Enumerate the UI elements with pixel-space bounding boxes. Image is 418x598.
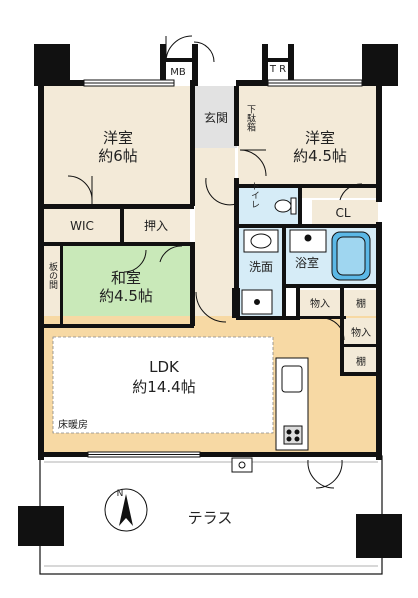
western-room-1-floor	[44, 86, 192, 204]
japanese-room-floor	[62, 246, 190, 326]
wic-label: WIC	[70, 219, 94, 233]
kitchen-counter	[275, 357, 309, 451]
western-room-2-floor	[238, 86, 378, 198]
shoe-box-label: 下駄箱	[245, 105, 256, 133]
storage-1-label: 物入	[310, 297, 330, 310]
japanese-room-name: 和室	[111, 269, 141, 287]
terrace-area	[39, 455, 383, 575]
wic-floor	[44, 208, 120, 242]
storage-1-floor	[300, 290, 342, 316]
walls	[18, 44, 402, 558]
closet-cl-floor	[312, 200, 378, 224]
doors	[67, 35, 363, 489]
japanese-room-size: 約4.5帖	[99, 287, 153, 305]
shelf-2-floor	[344, 346, 378, 374]
shelf-1-floor	[344, 290, 378, 316]
entrance-floor	[195, 86, 237, 148]
cl-label: CL	[335, 206, 350, 220]
outdoor-faucet	[231, 457, 253, 473]
storage-2-floor	[344, 318, 378, 346]
mb-label: MB	[170, 67, 186, 78]
storage-2-label: 物入	[351, 326, 371, 339]
western-room-1-name: 洋室	[103, 129, 133, 147]
sink-fixture	[243, 229, 279, 253]
compass-north-label: N	[117, 489, 124, 499]
washing-machine-space	[241, 289, 273, 315]
compass: N	[104, 488, 148, 532]
windows	[83, 79, 363, 458]
bathroom-label: 浴室	[295, 255, 319, 270]
tr-label: T R	[269, 64, 286, 75]
washroom-label: 洗面	[249, 260, 273, 274]
western-room-1-size: 約6帖	[98, 147, 138, 165]
western-room-2-name: 洋室	[305, 129, 335, 147]
toilet-fixture	[274, 197, 297, 215]
entrance-label: 玄関	[204, 110, 228, 125]
shelf-2-label: 棚	[356, 355, 366, 368]
ldk-floor-heating-note: 床暖房	[58, 418, 88, 431]
toilet-label: トイレ	[249, 182, 260, 209]
oshiire-label: 押入	[144, 219, 168, 233]
shelf-1-label: 棚	[356, 297, 366, 310]
itanoma-label: 板の間	[47, 261, 58, 290]
itanoma-floor	[44, 246, 62, 324]
oshiire-floor	[124, 208, 190, 242]
ldk-inner-area	[52, 336, 274, 434]
ldk-name: LDK	[149, 358, 180, 376]
shower-fixture	[289, 229, 327, 253]
western-room-2-size: 約4.5帖	[293, 147, 347, 165]
terrace-label: テラス	[188, 509, 233, 527]
hallway-floor	[195, 148, 235, 318]
bathtub-fixture	[331, 231, 371, 281]
ldk-size: 約14.4帖	[132, 378, 195, 396]
